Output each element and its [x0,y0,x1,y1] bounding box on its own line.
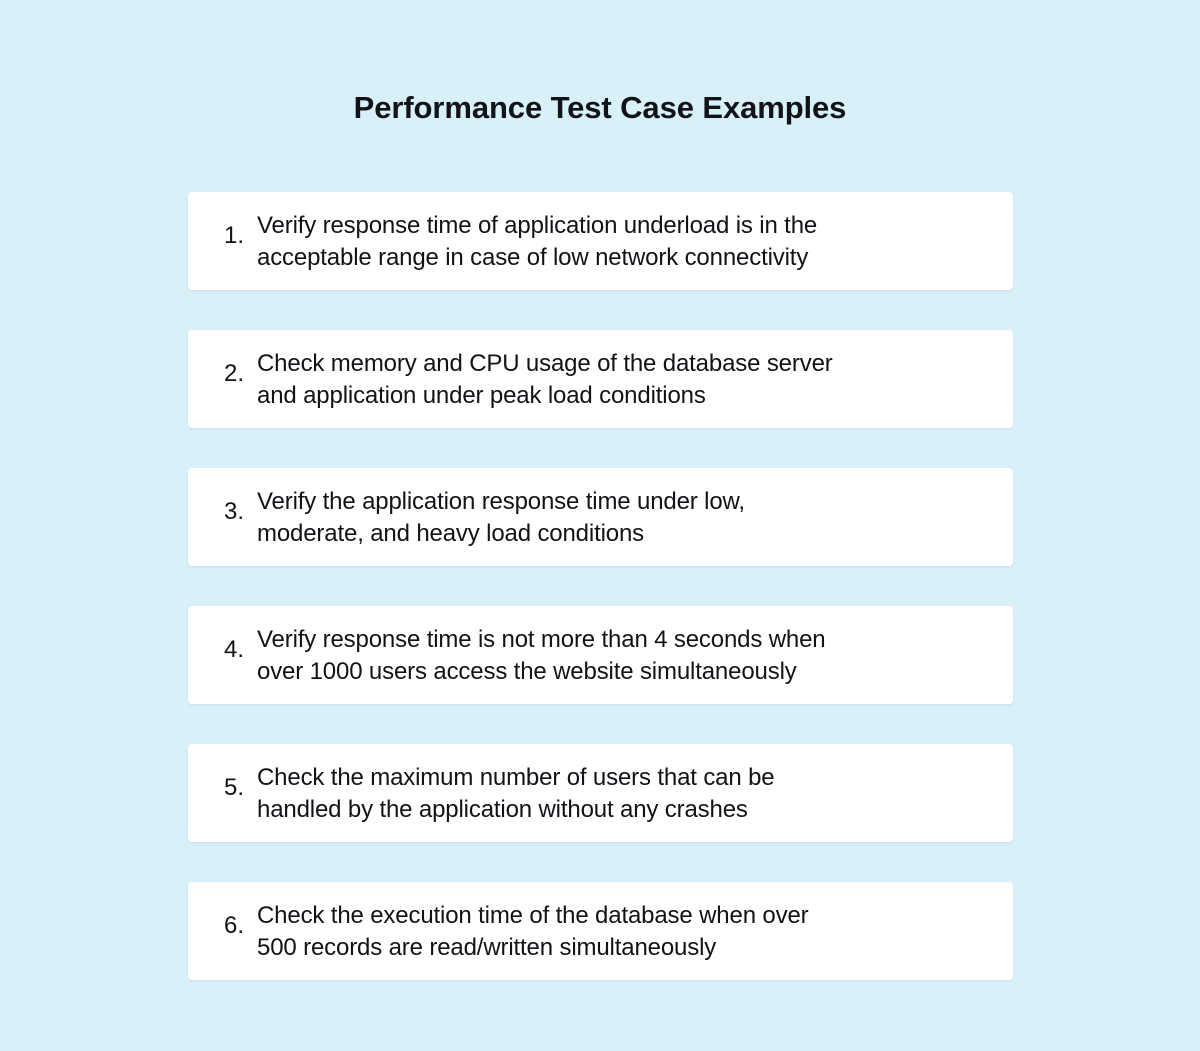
list-item-number: 5. [223,774,244,801]
list-item-text: Check the maximum number of users that c… [257,762,995,826]
list-item-text: Verify response time of application unde… [257,210,995,274]
list-item-text-line: Verify response time of application unde… [257,212,818,239]
list-item-text-line: handled by the application without any c… [257,796,748,823]
list-item-text-line: acceptable range in case of low network … [257,244,809,271]
list-item-text-line: and application under peak load conditio… [257,382,706,409]
list-item: 1. Verify response time of application u… [188,192,1013,290]
list-item: 6. Check the execution time of the datab… [188,882,1013,980]
list-item-text: Check the execution time of the database… [257,900,995,964]
list-item-text-line: Check the maximum number of users that c… [257,764,775,791]
list-item-text: Check memory and CPU usage of the databa… [257,348,995,412]
list-item-text-line: over 1000 users access the website simul… [257,658,797,685]
list-item-number: 6. [223,912,244,939]
list-item-number: 2. [223,360,244,387]
page-title: Performance Test Case Examples [353,90,847,125]
list-item-text-line: 500 records are read/written simultaneou… [257,934,717,961]
list-item-number: 4. [223,636,244,663]
list-item-text: Verify the application response time und… [257,486,995,550]
list-item-text-line: moderate, and heavy load conditions [257,520,645,547]
list-item-text-line: Verify the application response time und… [257,488,745,515]
list-item: 4. Verify response time is not more than… [188,606,1013,704]
list-item-text: Verify response time is not more than 4 … [257,624,995,688]
list-item-text-line: Check memory and CPU usage of the databa… [257,350,833,377]
test-case-list: 1. Verify response time of application u… [188,192,1013,980]
list-item: 3. Verify the application response time … [188,468,1013,566]
list-item-text-line: Check the execution time of the database… [257,902,809,929]
list-item-text-line: Verify response time is not more than 4 … [257,626,826,653]
list-item: 5. Check the maximum number of users tha… [188,744,1013,842]
list-item: 2. Check memory and CPU usage of the dat… [188,330,1013,428]
list-item-number: 1. [223,222,244,249]
list-item-number: 3. [223,498,244,525]
